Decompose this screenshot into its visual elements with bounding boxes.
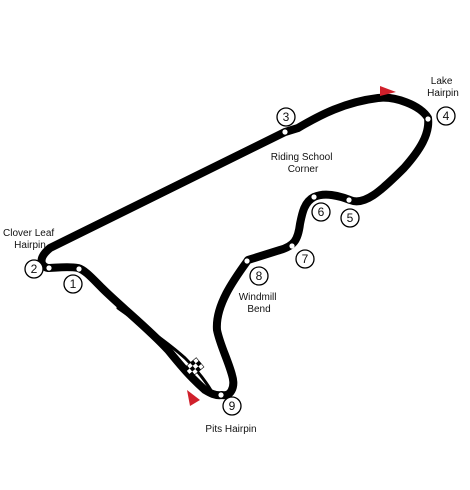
corner-4-dot [425,116,431,122]
corner-2-marker-circle [24,259,44,279]
corner-2-name-line-2: Hairpin [14,240,46,251]
corner-2-number: 2 [31,262,38,276]
corner-8-name: Windmill Bend [239,292,280,315]
corner-6-number: 6 [318,205,325,219]
corner-8-marker: 8 [249,266,269,286]
corner-names: Clover Leaf Hairpin Riding School Corner… [3,76,459,435]
corner-2-marker: 2 [24,259,44,279]
corner-4-name-line-1: Lake [431,76,453,87]
corner-3-name: Riding School Corner [271,152,336,175]
corner-8-number: 8 [256,269,263,283]
start-finish-checkered-flag-icon [183,357,205,378]
corner-3-dot [282,129,288,135]
corner-3-marker-circle [276,107,296,127]
corner-dots [46,116,431,398]
corner-9-marker: 9 [222,396,242,416]
corner-1-marker: 1 [63,274,83,294]
corner-9-name: Pits Hairpin [205,424,256,435]
corner-1-number: 1 [70,277,77,291]
direction-flag-icon [187,390,200,406]
corner-7-marker: 7 [295,249,315,269]
corner-5-marker: 5 [340,208,360,228]
corner-6-dot [311,194,317,200]
corner-markers: 1 2 3 4 5 6 7 8 9 [24,106,456,416]
corner-4-marker-circle [436,106,456,126]
corner-6-marker: 6 [311,202,331,222]
corner-4-name-line-2: Hairpin [427,88,459,99]
corner-3-name-line-1: Riding School [271,152,333,163]
corner-3-number: 3 [283,110,290,124]
corner-2-dot [46,265,52,271]
corner-8-name-line-2: Bend [247,304,270,315]
corner-1-dot [76,266,82,272]
corner-2-name: Clover Leaf Hairpin [3,228,57,251]
corner-7-marker-circle [295,249,315,269]
corner-3-name-line-2: Corner [288,164,319,175]
corner-2-name-line-1: Clover Leaf [3,228,54,239]
corner-5-number: 5 [347,211,354,225]
corner-5-dot [346,197,352,203]
corner-8-name-line-1: Windmill [239,292,277,303]
corner-3-marker: 3 [276,107,296,127]
corner-4-name: Lake Hairpin [427,76,459,99]
corner-7-dot [289,243,295,249]
corner-9-number: 9 [229,399,236,413]
corner-4-number: 4 [443,109,450,123]
corner-8-marker-circle [249,266,269,286]
track-outline [37,93,433,400]
corner-8-dot [244,258,250,264]
corner-9-name-line-1: Pits Hairpin [205,424,256,435]
corner-6-marker-circle [311,202,331,222]
pit-lane [116,306,214,394]
corner-9-marker-circle [222,396,242,416]
corner-5-marker-circle [340,208,360,228]
corner-4-marker: 4 [436,106,456,126]
corner-1-marker-circle [63,274,83,294]
corner-7-number: 7 [302,252,309,266]
direction-flag-icon [380,86,396,96]
corner-9-dot [218,392,224,398]
